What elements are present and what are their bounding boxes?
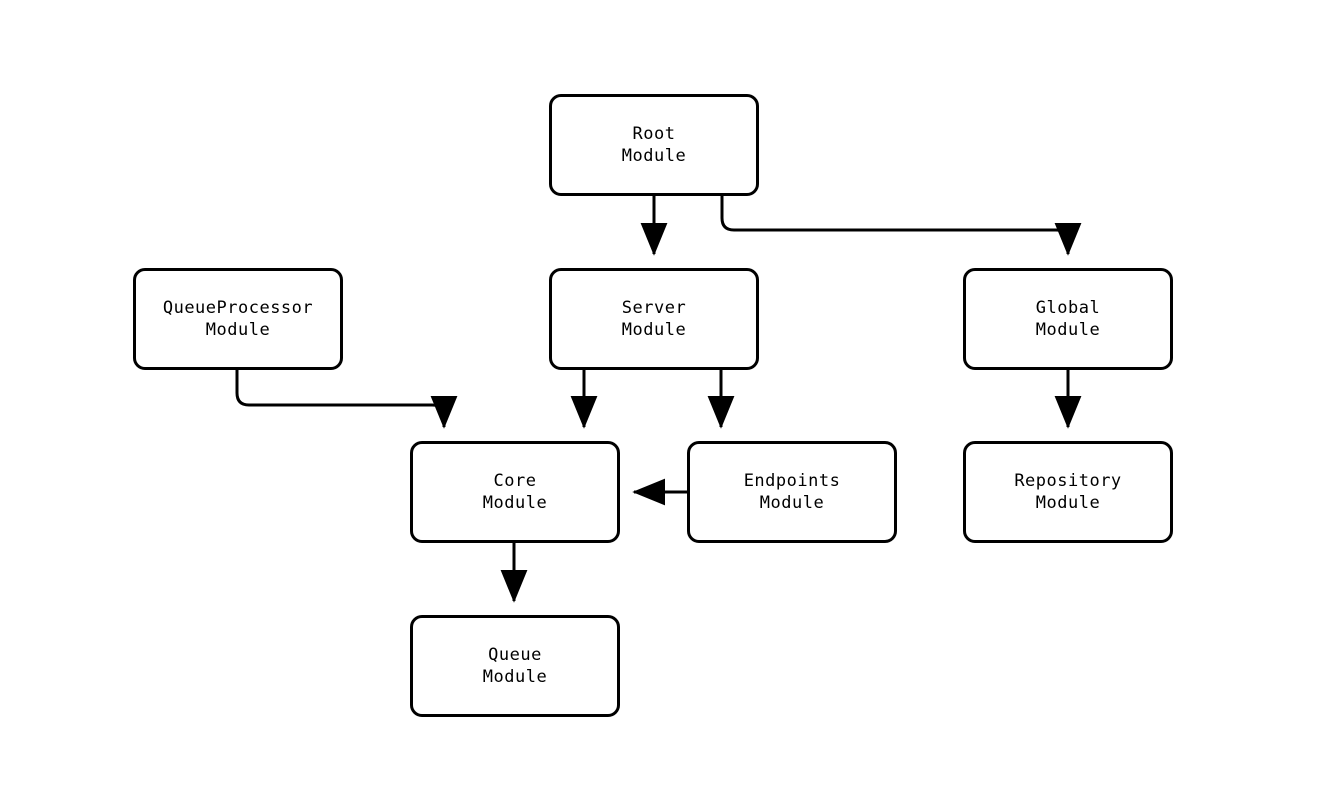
node-core-module-line2: Module bbox=[482, 493, 548, 513]
node-server-module-line1: Server bbox=[621, 298, 687, 318]
node-endpoints-module-line2: Module bbox=[759, 493, 825, 513]
node-core-module-line1: Core bbox=[493, 471, 537, 491]
node-server-module[interactable]: Server Module bbox=[549, 268, 759, 370]
node-queueprocessor-module[interactable]: QueueProcessor Module bbox=[133, 268, 343, 370]
node-queue-module[interactable]: Queue Module bbox=[410, 615, 620, 717]
node-core-module[interactable]: Core Module bbox=[410, 441, 620, 543]
node-repository-module[interactable]: Repository Module bbox=[963, 441, 1173, 543]
node-endpoints-module[interactable]: Endpoints Module bbox=[687, 441, 897, 543]
node-queue-module-line2: Module bbox=[482, 667, 548, 687]
edge-queueprocessor-to-core bbox=[235, 370, 458, 429]
node-endpoints-module-line1: Endpoints bbox=[743, 471, 841, 491]
node-global-module-line1: Global bbox=[1035, 298, 1101, 318]
node-root-module-line2: Module bbox=[621, 146, 687, 166]
node-queueprocessor-module-line2: Module bbox=[205, 320, 271, 340]
node-queue-module-line1: Queue bbox=[488, 645, 542, 665]
node-queueprocessor-module-line1: QueueProcessor bbox=[162, 298, 314, 318]
node-global-module[interactable]: Global Module bbox=[963, 268, 1173, 370]
node-global-module-line2: Module bbox=[1035, 320, 1101, 340]
node-repository-module-line2: Module bbox=[1035, 493, 1101, 513]
node-server-module-line2: Module bbox=[621, 320, 687, 340]
node-root-module-line1: Root bbox=[632, 124, 676, 144]
node-repository-module-line1: Repository bbox=[1014, 471, 1122, 491]
edge-root-to-global bbox=[720, 196, 1082, 256]
node-root-module[interactable]: Root Module bbox=[549, 94, 759, 196]
